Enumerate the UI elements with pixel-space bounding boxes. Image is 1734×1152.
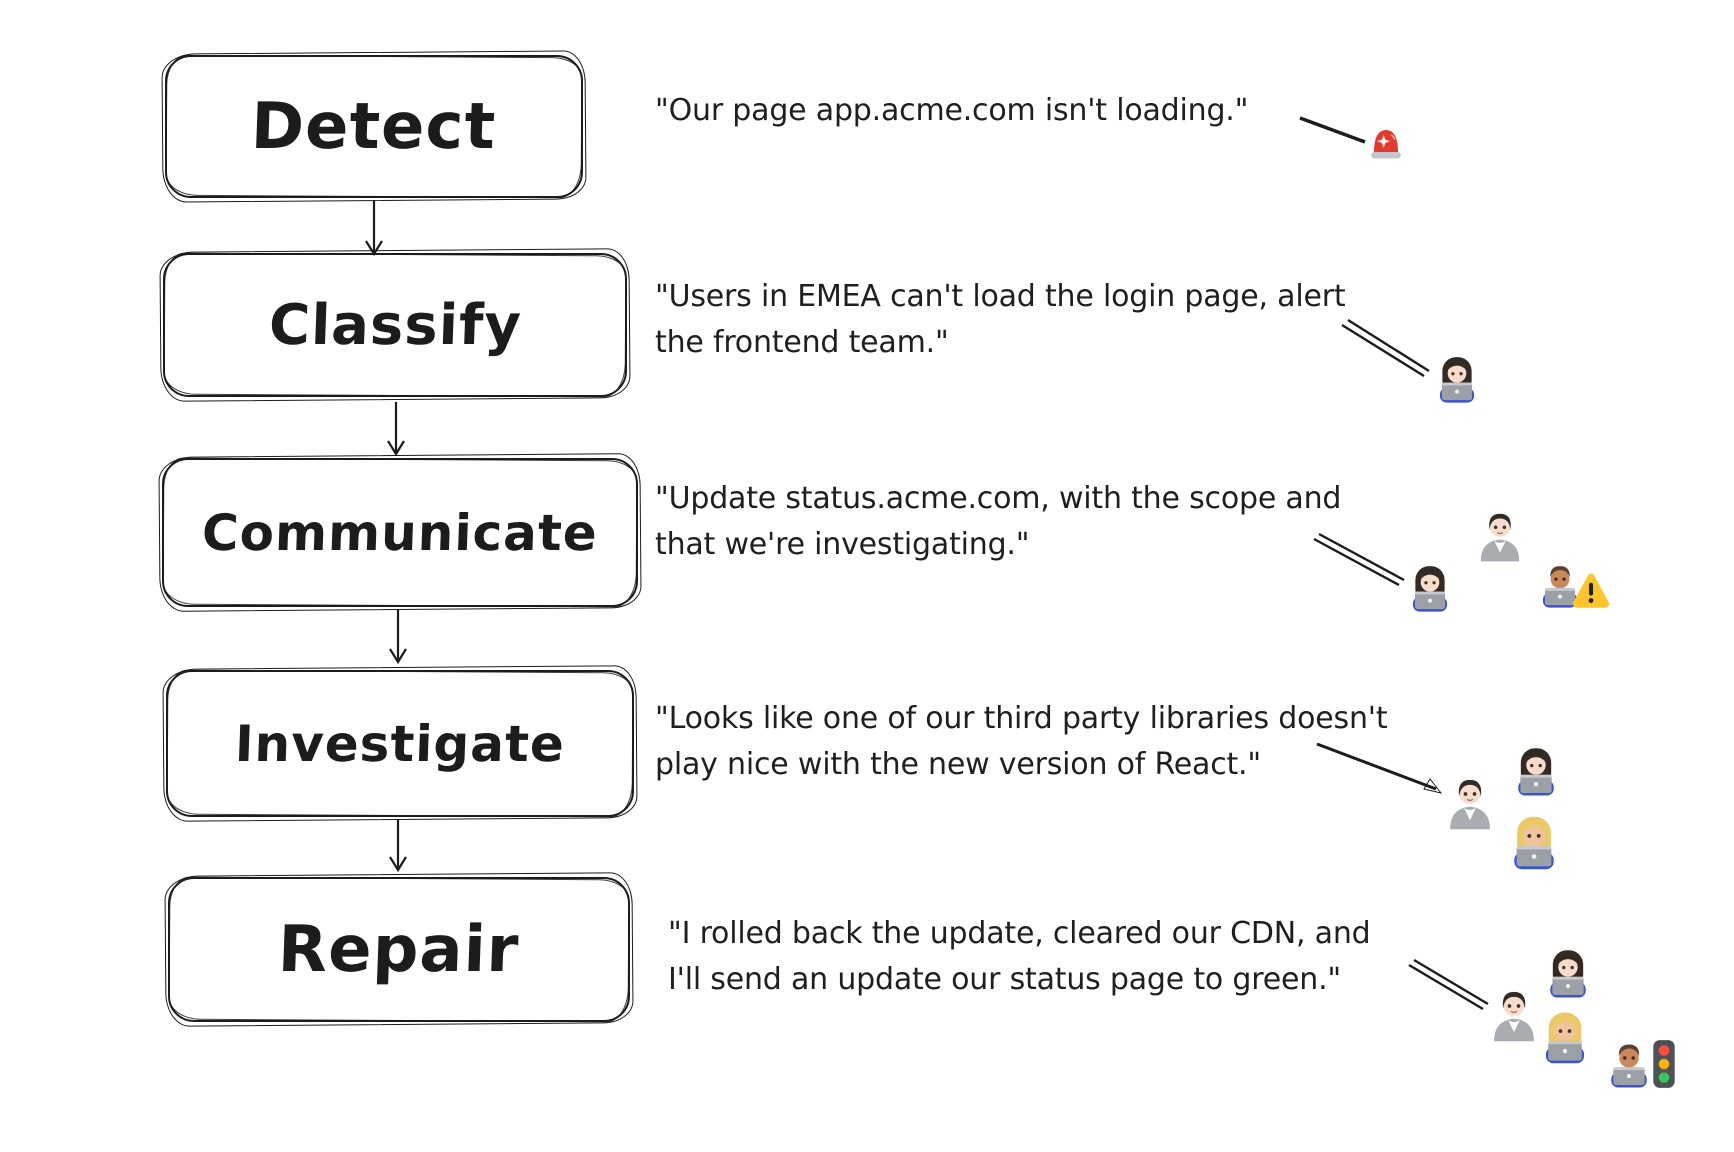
- woman-technologist-icon: [1431, 353, 1483, 405]
- quote-line: I'll send an update our status page to g…: [668, 962, 1342, 997]
- flow-arrow-investigate-repair: [389, 820, 407, 873]
- quote-line: play nice with the new version of React.…: [655, 747, 1261, 782]
- quote-line: the frontend team.": [655, 325, 949, 360]
- flow-box-label: Communicate: [201, 503, 599, 562]
- man-technologist-icon: [1602, 1036, 1656, 1090]
- woman-technologist-blonde-icon: [1536, 1008, 1594, 1066]
- quote-line: "I rolled back the update, cleared our C…: [668, 916, 1371, 951]
- flow-box-detect: Detect: [165, 55, 583, 198]
- flow-box-communicate: Communicate: [162, 458, 638, 607]
- woman-technologist-icon: [1541, 946, 1595, 1000]
- quote-line: "Looks like one of our third party libra…: [655, 701, 1388, 736]
- flow-box-label: Repair: [277, 912, 521, 987]
- quote-classify: "Users in EMEA can't load the login page…: [655, 274, 1346, 366]
- flow-box-classify: Classify: [163, 253, 627, 397]
- woman-technologist-blonde-icon: [1504, 812, 1564, 872]
- warning-icon: [1570, 570, 1612, 612]
- woman-technologist-icon: [1404, 562, 1456, 614]
- pointer-line-repair: [1408, 958, 1489, 1011]
- quote-line: "Our page app.acme.com isn't loading.": [655, 93, 1249, 128]
- flow-box-label: Investigate: [234, 714, 566, 773]
- flow-arrow-detect-classify: [365, 200, 383, 257]
- pointer-line-classify: [1341, 318, 1430, 378]
- flow-box-label: Classify: [267, 292, 523, 358]
- pointer-line-detect: [1299, 116, 1366, 144]
- quote-line: "Users in EMEA can't load the login page…: [655, 279, 1346, 314]
- flow-arrow-communicate-investigate: [389, 609, 407, 665]
- quote-repair: "I rolled back the update, cleared our C…: [668, 911, 1371, 1003]
- office-worker-icon: [1472, 508, 1528, 564]
- traffic-light-icon: [1650, 1038, 1678, 1090]
- woman-technologist-icon: [1509, 744, 1563, 798]
- quote-investigate: "Looks like one of our third party libra…: [655, 696, 1388, 788]
- quote-line: that we're investigating.": [655, 527, 1030, 562]
- flow-box-label: Detect: [250, 89, 498, 164]
- quote-line: "Update status.acme.com, with the scope …: [655, 481, 1342, 516]
- office-worker-icon: [1485, 986, 1543, 1044]
- office-worker-icon: [1441, 774, 1499, 832]
- flow-box-investigate: Investigate: [166, 670, 634, 817]
- quote-communicate: "Update status.acme.com, with the scope …: [655, 476, 1341, 568]
- flow-arrow-classify-communicate: [387, 402, 405, 457]
- siren-icon: [1364, 120, 1408, 166]
- quote-detect: "Our page app.acme.com isn't loading.": [655, 88, 1248, 134]
- flow-box-repair: Repair: [168, 877, 630, 1022]
